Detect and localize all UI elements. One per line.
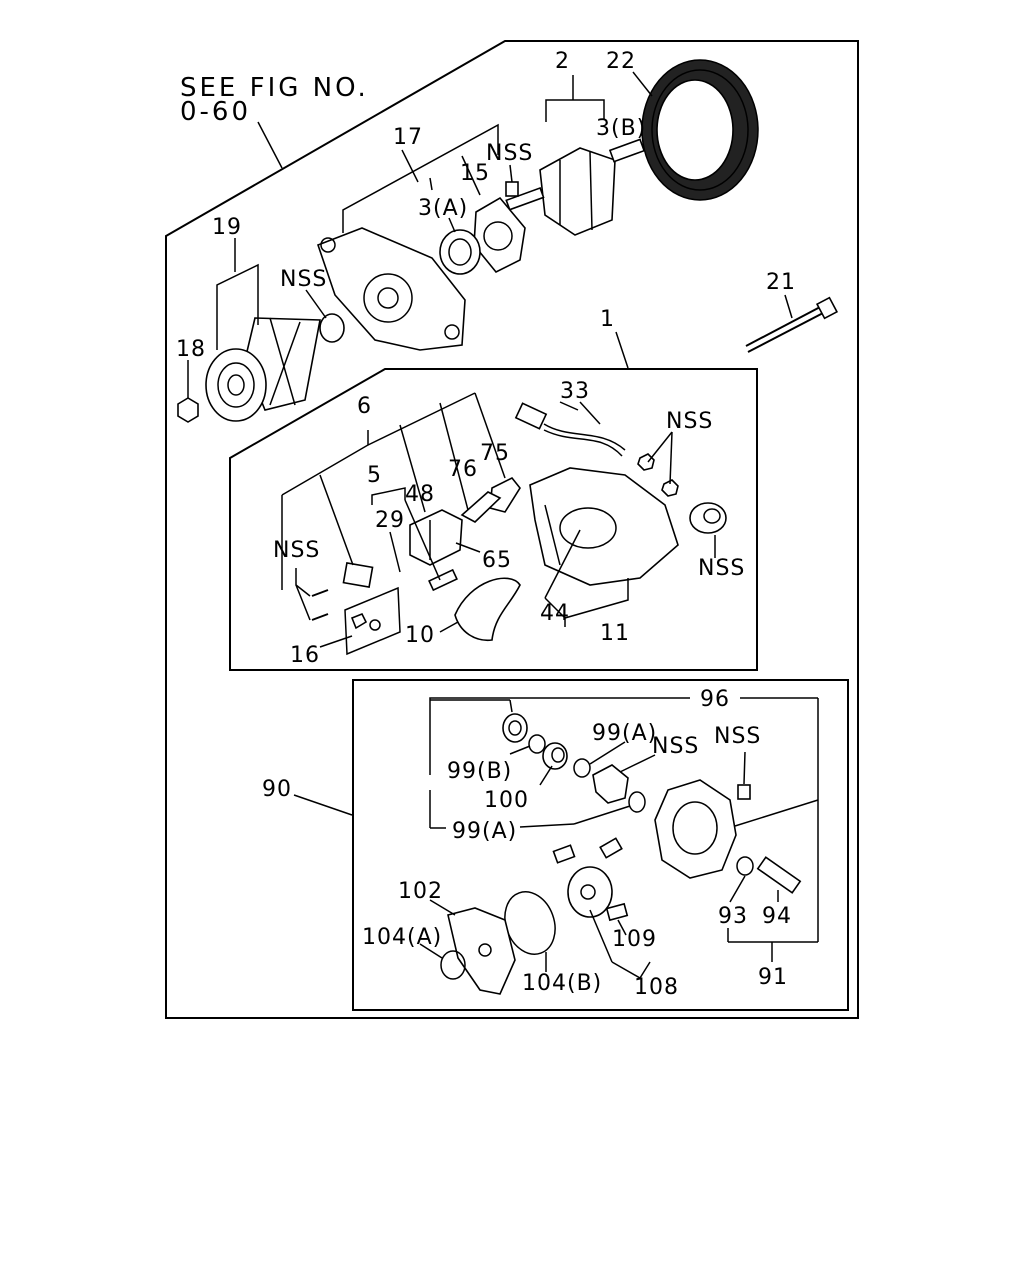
plate-76 xyxy=(460,491,502,523)
callout-1: 1 xyxy=(600,307,615,332)
callout-22: 22 xyxy=(606,49,636,74)
callout-11: 11 xyxy=(600,621,630,646)
outer-frame xyxy=(165,40,859,1019)
o-ring-104a xyxy=(440,950,466,980)
callout-nss-pulley: NSS xyxy=(280,267,327,292)
regulator-48 xyxy=(409,509,463,566)
callout-48: 48 xyxy=(405,482,435,507)
callout-nss-rear-2: NSS xyxy=(698,556,745,581)
callout-104a: 104(A) xyxy=(362,925,442,950)
stator-22 xyxy=(641,59,759,201)
callout-76: 76 xyxy=(448,457,478,482)
callout-94: 94 xyxy=(762,904,792,929)
vane-109 xyxy=(605,902,629,922)
washer-93 xyxy=(736,856,754,876)
nut-18 xyxy=(177,397,199,423)
nss-spacer xyxy=(319,313,345,343)
callout-44: 44 xyxy=(540,601,570,626)
callout-16: 16 xyxy=(290,643,320,668)
pump-housing xyxy=(654,779,737,879)
callout-108: 108 xyxy=(634,975,679,1000)
callout-18: 18 xyxy=(176,337,206,362)
rotor-2 xyxy=(505,138,646,236)
terminal-16 xyxy=(344,586,401,656)
spacer-100 xyxy=(542,742,568,770)
nss-bolt-top xyxy=(505,181,519,197)
nss-screw-b xyxy=(311,613,329,621)
leader-lines xyxy=(187,71,819,980)
pump-valve xyxy=(592,764,629,804)
nss-screw-a xyxy=(311,589,329,597)
nss-nut-rear-a xyxy=(637,453,655,471)
o-ring-99b xyxy=(528,734,546,754)
callout-nss-top: NSS xyxy=(486,141,533,166)
callout-17: 17 xyxy=(393,125,423,150)
nss-bushing-rear xyxy=(689,502,727,534)
callout-65: 65 xyxy=(482,548,512,573)
pulley-fan-19 xyxy=(205,317,321,422)
callout-labels: 2 22 3(B) 17 15 NSS 3(A) 19 NSS 21 18 1 … xyxy=(176,49,796,1000)
callout-5: 5 xyxy=(367,463,382,488)
callout-10: 10 xyxy=(405,623,435,648)
callout-99a-bot: 99(A) xyxy=(452,819,517,844)
callout-90: 90 xyxy=(262,777,292,802)
reference-leader xyxy=(257,121,283,169)
callout-15: 15 xyxy=(460,161,490,186)
callout-21: 21 xyxy=(766,270,796,295)
callout-nss-pump-1: NSS xyxy=(652,734,699,759)
callout-19: 19 xyxy=(212,215,242,240)
callout-6: 6 xyxy=(357,394,372,419)
callout-2: 2 xyxy=(555,49,570,74)
callout-109: 109 xyxy=(612,927,657,952)
callout-99a-top: 99(A) xyxy=(592,721,657,746)
bracket-29 xyxy=(428,568,458,592)
callout-75: 75 xyxy=(480,441,510,466)
nss-pump-screw xyxy=(737,784,751,800)
callout-33: 33 xyxy=(560,379,590,404)
callout-nss-pump-2: NSS xyxy=(714,724,761,749)
front-housing-17 xyxy=(316,227,466,351)
brush-holder-5 xyxy=(342,561,374,589)
cover-102 xyxy=(447,907,516,995)
pin-94 xyxy=(756,856,802,894)
callout-91: 91 xyxy=(758,965,788,990)
callout-3b: 3(B) xyxy=(596,116,646,141)
callout-102: 102 xyxy=(398,879,443,904)
rear-housing-11 xyxy=(529,467,679,586)
harness-33 xyxy=(514,402,626,457)
reference-line-2: 0-60 xyxy=(180,97,251,127)
callout-100: 100 xyxy=(484,788,529,813)
callout-nss-rear-1: NSS xyxy=(666,409,713,434)
pump-rotor-108 xyxy=(552,837,623,918)
pump-fitting xyxy=(502,713,528,743)
callout-29: 29 xyxy=(375,508,405,533)
reference-line-1: SEE FIG NO. xyxy=(180,73,369,103)
nss-nut-rear-b xyxy=(661,479,679,497)
through-bolt-21 xyxy=(745,296,839,353)
vacuum-pump-frame xyxy=(352,679,849,1011)
callout-99b: 99(B) xyxy=(447,759,512,784)
callout-96: 96 xyxy=(700,687,730,712)
rectifier-10 xyxy=(454,577,521,641)
callout-3a: 3(A) xyxy=(418,196,468,221)
callout-104b: 104(B) xyxy=(522,971,602,996)
rear-assembly-frame xyxy=(229,368,758,671)
o-ring-99a-bot xyxy=(628,791,646,813)
callout-nss-brush: NSS xyxy=(273,538,320,563)
bearing-3a xyxy=(439,229,481,275)
callout-93: 93 xyxy=(718,904,748,929)
o-ring-99a-top xyxy=(573,758,591,778)
gasket-15 xyxy=(473,196,526,274)
